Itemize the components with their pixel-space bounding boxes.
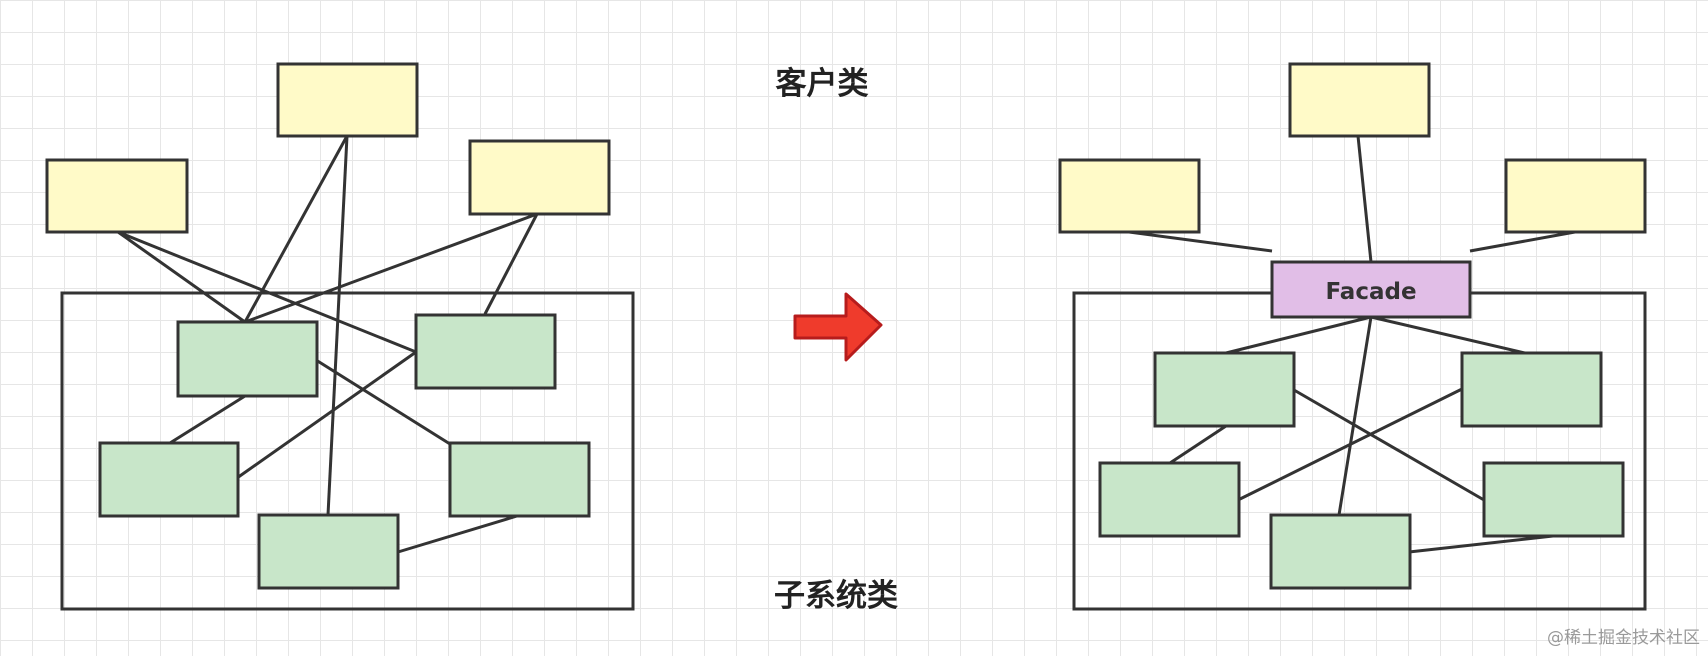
facade-box (1270, 260, 1472, 319)
facade-label: Facade (1325, 279, 1416, 305)
left-subsystem-box (448, 441, 591, 518)
connector (483, 213, 539, 315)
subsystem-class-label: 子系统类 (774, 578, 898, 614)
connector (243, 135, 349, 323)
connector (1128, 230, 1273, 253)
connector (117, 230, 417, 354)
connector (326, 135, 349, 516)
right-client-box (1058, 158, 1201, 234)
watermark-text: @稀土掘金技术社区 (1547, 628, 1700, 648)
right-diagram: Facade (1058, 62, 1647, 611)
connector (236, 350, 417, 480)
right-subsystem-box (1269, 513, 1412, 590)
connector (1408, 534, 1554, 554)
connector (117, 230, 246, 324)
connector (1370, 315, 1526, 355)
left-subsystem-box (98, 441, 240, 518)
client-class-label: 客户类 (776, 66, 869, 102)
left-client-box (45, 158, 189, 234)
right-client-box (1288, 62, 1431, 138)
left-subsystem-box (414, 313, 557, 390)
connector (1237, 387, 1463, 502)
left-subsystem-container (60, 291, 635, 611)
right-subsystem-box (1098, 461, 1241, 538)
right-client-box (1504, 158, 1647, 234)
left-subsystem-box (257, 513, 400, 590)
right-subsystem-box (1153, 351, 1296, 428)
right-subsystem-box (1482, 461, 1625, 538)
right-arrow-icon (793, 292, 883, 362)
left-connections (117, 135, 539, 554)
right-subsystem-box (1460, 351, 1603, 428)
right-connections (1128, 135, 1576, 554)
left-diagram (45, 62, 635, 611)
connector (1169, 424, 1227, 465)
connector (1225, 315, 1372, 355)
connector (397, 514, 518, 554)
connector (1293, 388, 1485, 502)
left-subsystem-box (176, 320, 319, 398)
connector (244, 212, 538, 324)
left-client-box (276, 62, 419, 138)
connector (1356, 135, 1373, 263)
connector (169, 394, 246, 445)
connector (1337, 316, 1373, 516)
left-client-box (468, 139, 611, 216)
connector (1469, 230, 1576, 253)
